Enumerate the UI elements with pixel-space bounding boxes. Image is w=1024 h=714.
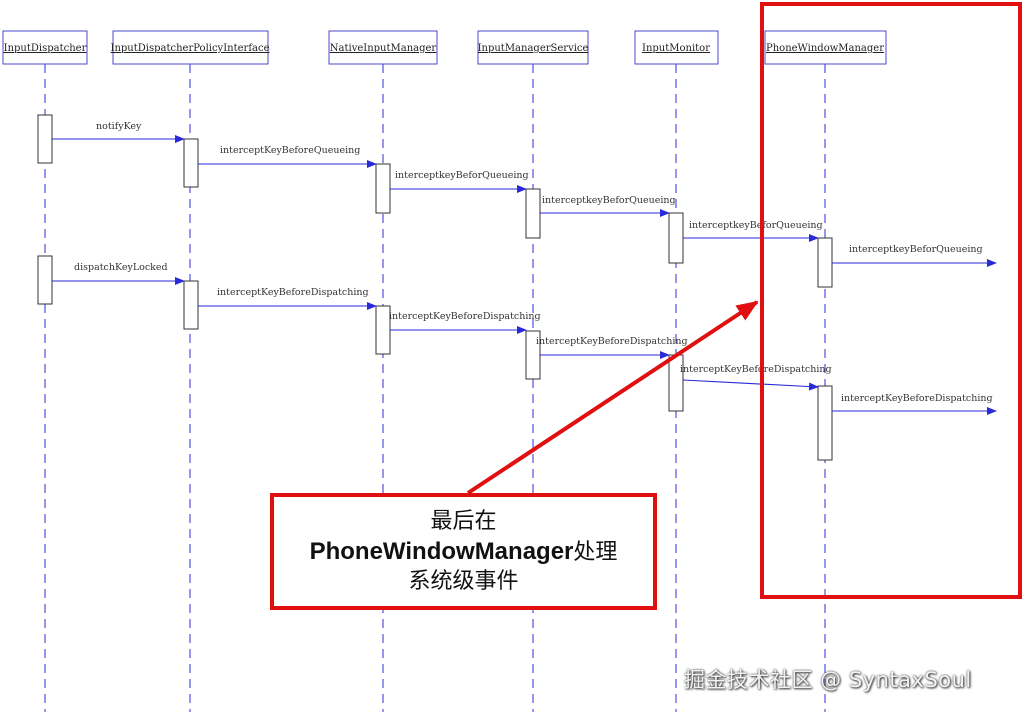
- activation-bar: [375, 163, 391, 214]
- callout-class-name: PhoneWindowManager: [309, 537, 574, 565]
- message-intercept-befor-queueing: interceptkeyBeforQueueing: [540, 195, 676, 217]
- activation-bar: [668, 212, 684, 264]
- message-intercept-befor-queueing: interceptkeyBeforQueueing: [683, 220, 823, 242]
- message-intercept-befor-queueing: interceptkeyBeforQueueing: [390, 170, 529, 193]
- message-notifykey: notifyKey: [52, 121, 185, 143]
- svg-text:InputDispatcherPolicyInterface: InputDispatcherPolicyInterface: [111, 43, 270, 54]
- callout-line1: 最后在: [430, 508, 497, 534]
- svg-text:PhoneWindowManager: PhoneWindowManager: [766, 43, 884, 54]
- svg-text:interceptKeyBeforeDispatching: interceptKeyBeforeDispatching: [536, 336, 688, 347]
- participant-phonewindowmanager: PhoneWindowManager: [764, 30, 887, 65]
- message-intercept-befor-queueing: interceptkeyBeforQueueing: [832, 244, 997, 267]
- watermark: 掘金技术社区 @ SyntaxSoul: [684, 668, 972, 692]
- callout-line3: 系统级事件: [408, 569, 519, 595]
- callout-arrow: [466, 300, 759, 495]
- activation-bar: [817, 385, 833, 461]
- message-dispatchkeylocked: dispatchKeyLocked: [52, 262, 185, 285]
- message-intercept-before-dispatching: interceptKeyBeforeDispatching: [389, 311, 541, 334]
- svg-text:interceptkeyBeforQueueing: interceptkeyBeforQueueing: [689, 220, 823, 231]
- activation-bar: [525, 188, 541, 239]
- message-intercept-before-dispatching: interceptKeyBeforeDispatching: [536, 336, 688, 359]
- activation-bar: [37, 114, 53, 164]
- svg-text:interceptKeyBeforeQueueing: interceptKeyBeforeQueueing: [220, 145, 360, 156]
- svg-text:interceptKeyBeforeDispatching: interceptKeyBeforeDispatching: [680, 364, 832, 375]
- svg-text:InputMonitor: InputMonitor: [642, 43, 710, 54]
- highlight-frame: [760, 2, 1022, 599]
- svg-text:interceptkeyBeforQueueing: interceptkeyBeforQueueing: [849, 244, 983, 255]
- participant-inputdispatcher: InputDispatcher: [2, 30, 88, 65]
- svg-text:interceptKeyBeforeDispatching: interceptKeyBeforeDispatching: [217, 287, 369, 298]
- participant-nativeinputmanager: NativeInputManager: [328, 30, 438, 65]
- activation-bar: [817, 237, 833, 288]
- activation-bar: [37, 255, 53, 305]
- callout-box: 最后在 PhoneWindowManager处理 系统级事件: [270, 493, 657, 610]
- svg-text:interceptKeyBeforeDispatching: interceptKeyBeforeDispatching: [389, 311, 541, 322]
- callout-line2-rest: 处理: [573, 539, 618, 565]
- svg-text:interceptkeyBeforQueueing: interceptkeyBeforQueueing: [542, 195, 676, 206]
- svg-text:interceptKeyBeforeDispatching: interceptKeyBeforeDispatching: [841, 393, 993, 404]
- callout-line2: PhoneWindowManager处理: [310, 536, 618, 568]
- message-intercept-before-dispatching: interceptKeyBeforeDispatching: [680, 364, 832, 391]
- participant-inputmonitor: InputMonitor: [634, 30, 719, 65]
- activation-bar: [183, 138, 199, 188]
- svg-text:dispatchKeyLocked: dispatchKeyLocked: [74, 262, 168, 273]
- svg-text:InputManagerService: InputManagerService: [478, 43, 589, 54]
- message-intercept-before-queueing: interceptKeyBeforeQueueing: [198, 145, 377, 168]
- participant-policyinterface: InputDispatcherPolicyInterface: [111, 30, 270, 65]
- message-intercept-before-dispatching: interceptKeyBeforeDispatching: [832, 393, 997, 415]
- svg-text:NativeInputManager: NativeInputManager: [330, 43, 437, 54]
- svg-text:InputDispatcher: InputDispatcher: [4, 43, 87, 54]
- message-intercept-before-dispatching: interceptKeyBeforeDispatching: [198, 287, 377, 310]
- svg-text:interceptkeyBeforQueueing: interceptkeyBeforQueueing: [395, 170, 529, 181]
- svg-text:notifyKey: notifyKey: [96, 121, 142, 132]
- activation-bar: [183, 280, 199, 330]
- activation-bar: [375, 305, 391, 355]
- participant-inputmanagerservice: InputManagerService: [477, 30, 589, 65]
